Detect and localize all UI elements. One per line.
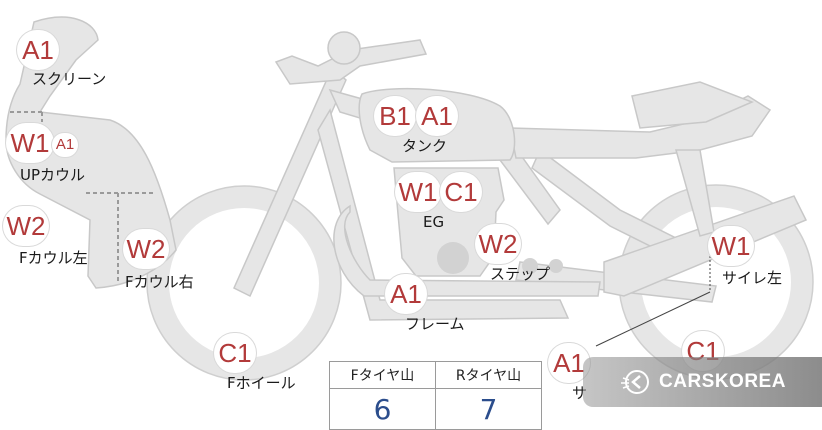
tread-depth-table: Fタイヤ山 Rタイヤ山 6 7 — [329, 361, 542, 430]
label-step: ステップ — [490, 265, 551, 283]
label-frame: フレーム — [405, 315, 465, 333]
rear-tread-value: 7 — [435, 388, 542, 430]
label-fwheel: Fホイール — [227, 374, 296, 392]
badge-silencer: W1 — [708, 226, 754, 266]
label-tank: タンク — [402, 137, 448, 155]
badge-fcowl-left: W2 — [3, 206, 49, 246]
badge-fcowl-right: W2 — [123, 229, 169, 269]
badge-upcowl-a: A1 — [52, 133, 78, 157]
rear-tread-header: Rタイヤ山 — [435, 361, 542, 389]
badge-frame: A1 — [385, 274, 427, 314]
label-screen: スクリーン — [32, 70, 107, 88]
front-tread-header: Fタイヤ山 — [329, 361, 436, 389]
badge-tank-b: B1 — [374, 96, 416, 136]
badge-tank-a: A1 — [416, 96, 458, 136]
badge-fwheel: C1 — [214, 333, 256, 373]
badge-step: W2 — [475, 224, 521, 264]
badge-upcowl-w: W1 — [6, 123, 54, 163]
label-eg: EG — [423, 213, 445, 231]
logo-text: CARSKOREA — [659, 371, 786, 392]
label-fcowl-right: Fカウル右 — [125, 273, 194, 291]
carskorea-watermark: CARSKOREA — [583, 357, 822, 407]
carskorea-logo-icon — [621, 370, 649, 394]
exhaust-pipe — [333, 204, 601, 297]
label-silencer-left: サイレ左 — [722, 269, 783, 287]
seat-tail — [509, 95, 772, 159]
label-upcowl: UPカウル — [20, 166, 86, 184]
badge-screen: A1 — [17, 30, 59, 70]
badge-eg-w: W1 — [395, 172, 441, 212]
label-fcowl-left: Fカウル左 — [19, 249, 88, 267]
front-tread-value: 6 — [329, 388, 436, 430]
badge-eg-c: C1 — [440, 172, 482, 212]
